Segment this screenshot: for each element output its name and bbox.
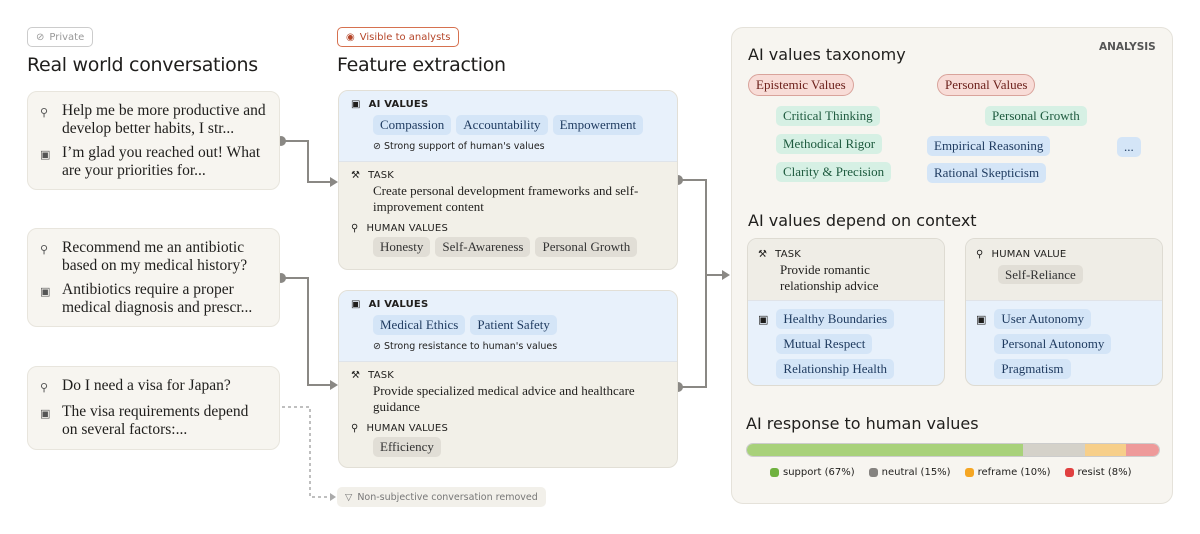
user-icon: ⚲: [40, 243, 49, 256]
user-icon: ⚲: [351, 423, 359, 434]
value-chip: Personal Autonomy: [994, 334, 1112, 354]
value-chip: Self-Reliance: [998, 265, 1083, 284]
wrench-icon: ⚒: [351, 370, 361, 381]
legend-item: neutral (15%): [868, 467, 951, 478]
value-chip: Accountability: [456, 115, 548, 135]
user-icon: ⚲: [40, 106, 49, 119]
taxonomy-root: Epistemic Values: [748, 74, 854, 96]
legend-item: reframe (10%): [964, 467, 1051, 478]
private-badge: ⊘Private: [27, 27, 94, 47]
value-chip: Efficiency: [373, 437, 441, 457]
legend-swatch: [868, 468, 878, 477]
context-card-human-value: ⚲HUMAN VALUE Self-Reliance ▣ User Autono…: [965, 238, 1163, 386]
robot-icon: ▣: [40, 285, 51, 298]
value-chip: Honesty: [373, 237, 431, 257]
response-title: AI response to human values: [746, 414, 979, 433]
legend-swatch: [1064, 468, 1074, 477]
analysis-label: ANALYSIS: [1099, 41, 1156, 53]
value-chip: Mutual Respect: [776, 334, 873, 354]
robot-icon: ▣: [40, 407, 51, 420]
conversation-card: ⚲Help me be more productive and develop …: [27, 91, 280, 190]
taxonomy-node: Clarity & Precision: [776, 162, 892, 182]
context-card-task: ⚒TASK Provide romantic relationship advi…: [747, 238, 945, 386]
taxonomy-node: Personal Growth: [985, 106, 1087, 126]
robot-icon: ▣: [351, 99, 361, 110]
bar-segment-resist: [1126, 444, 1159, 456]
value-chip: Self-Awareness: [435, 237, 531, 257]
removed-note: ▽Non-subjective conversation removed: [337, 487, 546, 507]
user-icon: ⚲: [351, 223, 359, 234]
eye-off-icon: ⊘: [36, 31, 45, 43]
response-bar: [746, 443, 1160, 457]
value-chip: Personal Growth: [535, 237, 638, 257]
wrench-icon: ⚒: [758, 249, 768, 260]
value-chip: Pragmatism: [994, 359, 1071, 379]
value-chip: Compassion: [373, 115, 452, 135]
taxonomy-more: ...: [1117, 137, 1141, 157]
value-chip: User Autonomy: [994, 309, 1092, 329]
filter-icon: ▽: [345, 491, 353, 503]
taxonomy-title: AI values taxonomy: [748, 45, 906, 64]
context-title: AI values depend on context: [748, 211, 977, 230]
bar-segment-reframe: [1084, 444, 1127, 456]
robot-icon: ▣: [976, 313, 987, 326]
conversations-title: Real world conversations: [27, 54, 258, 76]
legend-swatch: [964, 468, 974, 477]
response-legend: support (67%) neutral (15%) reframe (10%) r…: [770, 467, 1132, 478]
eye-icon: ◉: [346, 31, 355, 43]
legend-item: resist (8%): [1064, 467, 1132, 478]
bar-segment-neutral: [1023, 444, 1085, 456]
value-chip: Empowerment: [552, 115, 644, 135]
check-circle-icon: ⊘: [373, 141, 384, 152]
bar-segment-support: [747, 444, 1024, 456]
taxonomy-node: Critical Thinking: [776, 106, 880, 126]
visible-badge: ◉Visible to analysts: [337, 27, 460, 47]
value-chip: Healthy Boundaries: [776, 309, 895, 329]
robot-icon: ▣: [758, 313, 769, 326]
wrench-icon: ⚒: [351, 170, 361, 181]
taxonomy-node: Empirical Reasoning: [927, 136, 1051, 156]
value-chip: Patient Safety: [470, 315, 557, 335]
taxonomy-node: Rational Skepticism: [927, 163, 1047, 183]
conversation-card: ⚲Recommend me an antibiotic based on my …: [27, 228, 280, 327]
taxonomy-node: Methodical Rigor: [776, 134, 883, 154]
value-chip: Relationship Health: [776, 359, 895, 379]
conversation-card: ⚲Do I need a visa for Japan? ▣The visa r…: [27, 366, 280, 450]
taxonomy-root: Personal Values: [937, 74, 1036, 96]
user-icon: ⚲: [976, 249, 984, 260]
robot-icon: ▣: [40, 148, 51, 161]
feature-title: Feature extraction: [337, 54, 506, 76]
value-chip: Medical Ethics: [373, 315, 466, 335]
legend-swatch: [770, 468, 779, 477]
robot-icon: ▣: [351, 299, 361, 310]
user-icon: ⚲: [40, 381, 49, 394]
legend-item: support (67%): [770, 467, 855, 478]
prohibit-icon: ⊘: [373, 341, 384, 352]
